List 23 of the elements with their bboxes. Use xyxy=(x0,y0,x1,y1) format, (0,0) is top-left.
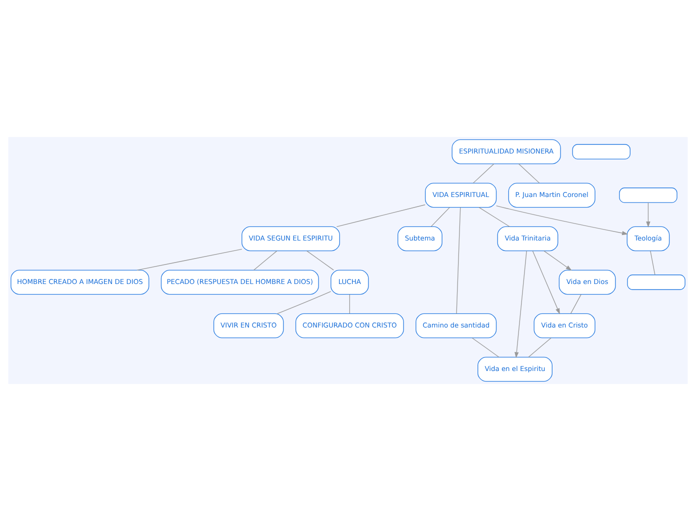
connector xyxy=(472,337,500,357)
connector xyxy=(349,294,350,314)
arrow xyxy=(544,250,572,270)
connector xyxy=(472,163,494,183)
arrow xyxy=(532,250,560,314)
connector xyxy=(253,250,278,270)
arrow xyxy=(514,250,527,358)
connector xyxy=(456,206,461,314)
connector xyxy=(306,250,334,270)
connector xyxy=(528,337,552,357)
connector xyxy=(518,163,540,183)
arrow xyxy=(646,202,650,228)
node-box xyxy=(572,144,630,159)
arrow xyxy=(496,204,628,235)
connector xyxy=(136,248,242,270)
connector xyxy=(650,250,656,275)
connector xyxy=(336,204,426,227)
node-box xyxy=(619,187,678,202)
node-box xyxy=(627,274,686,290)
connector xyxy=(430,206,450,226)
connector xyxy=(276,290,332,314)
connector xyxy=(570,294,582,314)
connector xyxy=(478,206,510,226)
